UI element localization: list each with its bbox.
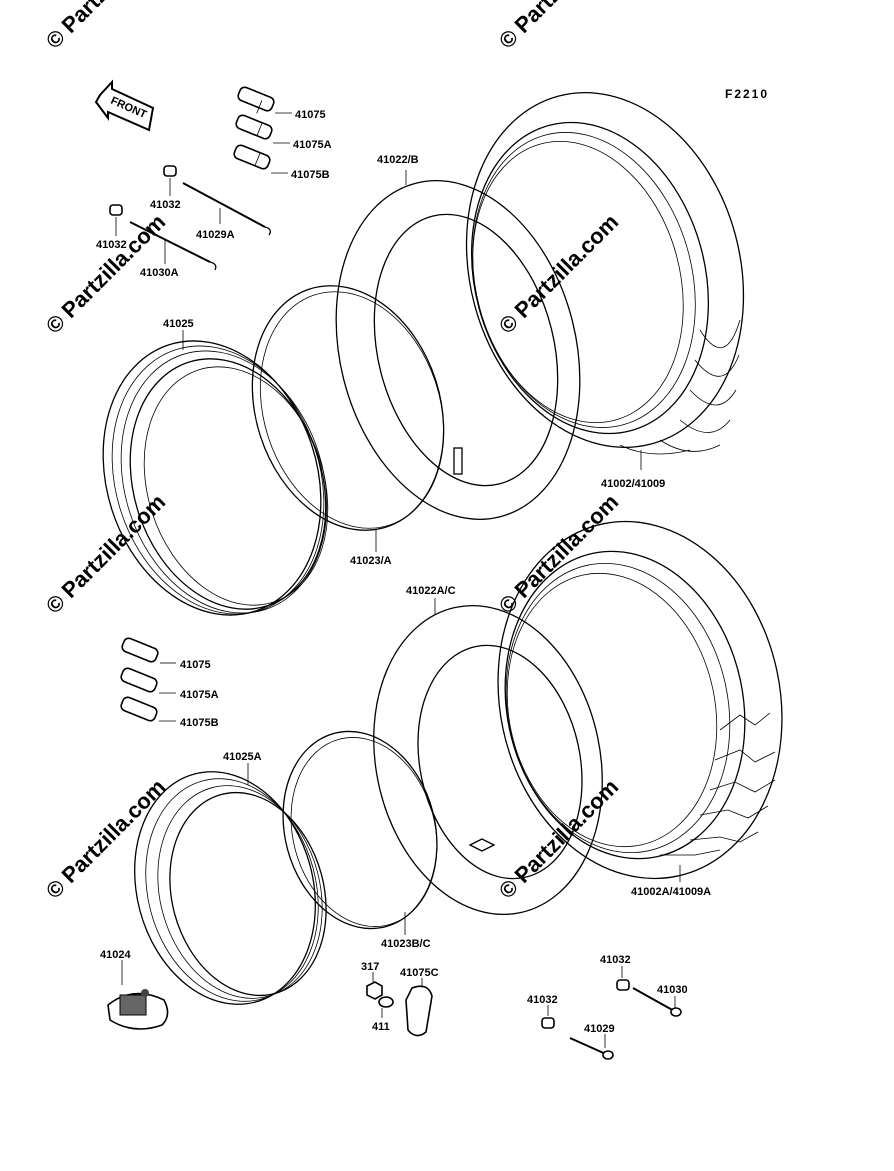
label-41032-lower-1: 41032 [600,954,631,966]
balance-weight-41075B-lower [120,696,158,722]
nut-317 [366,981,383,1000]
label-41075-upper: 41075 [295,109,326,121]
label-41025: 41025 [163,318,194,330]
washer-411 [378,996,394,1008]
tire-41002-41009 [465,92,745,455]
watermark-2: © Partzilla.com [494,0,623,54]
balance-weight-41075A-upper [235,114,273,140]
label-41029: 41029 [584,1023,615,1035]
spoke-nipple-41032-lower-2 [541,1017,555,1029]
label-317: 317 [361,961,379,973]
balance-weight-41075-upper [237,86,275,114]
balance-weight-41075-lower [121,637,159,663]
spoke-41029A [182,182,271,236]
inner-tube-41022AC [373,604,603,916]
label-41032-lower-2: 41032 [527,994,558,1006]
spoke-nipple-41032-upper [163,165,177,177]
label-41023BC: 41023B/C [381,938,431,950]
rim-41025A [134,771,327,1005]
label-41075B-lower: 41075B [180,717,219,729]
label-41032-upper-2: 41032 [96,239,127,251]
label-41022B: 41022/B [377,154,419,166]
watermark-7: © Partzilla.com [41,774,170,903]
tire-41002A-41009A [497,520,783,880]
spoke-41029 [569,1037,614,1060]
spoke-nipple-41032-lower-1 [616,979,630,991]
label-41022AC: 41022A/C [406,585,456,597]
label-41002-41009: 41002/41009 [601,478,665,490]
part-labels: 41075 41075A 41075B 41032 41029A 41032 4… [96,109,711,1035]
balance-weight-41075B-upper [233,144,271,170]
label-411: 411 [372,1021,390,1033]
inner-tube-41022B [335,180,581,520]
rim-band-41023BC [282,730,438,930]
front-arrow-icon: FRONT [94,79,155,132]
label-41075B-upper: 41075B [291,169,330,181]
valve-cap-41075C [405,985,433,1037]
watermarks: © Partzilla.com © Partzilla.com © Partzi… [41,0,623,904]
label-41023A: 41023/A [350,555,392,567]
rim-41025 [102,340,329,616]
label-41029A: 41029A [196,229,235,241]
label-41032-upper: 41032 [150,199,181,211]
rim-band-41023A [251,285,445,531]
spoke-nipple-41032-upper-2 [109,204,123,216]
watermark-8: © Partzilla.com [494,774,623,903]
spoke-41030 [632,987,682,1017]
figure-id: F2210 [725,87,769,101]
watermark-6: © Partzilla.com [494,489,623,618]
label-41075A-lower: 41075A [180,689,219,701]
spoke-41030A [129,221,217,271]
balance-weight-41075A-lower [120,667,158,693]
watermark-4: © Partzilla.com [494,209,623,338]
label-41024: 41024 [100,949,131,961]
label-41002A-41009A: 41002A/41009A [631,886,711,898]
label-41025A: 41025A [223,751,262,763]
label-41030A: 41030A [140,267,179,279]
label-41075A-upper: 41075A [293,139,332,151]
label-41075-lower: 41075 [180,659,211,671]
watermark-1: © Partzilla.com [41,0,170,54]
rim-lock-41024 [107,989,169,1030]
label-41030: 41030 [657,984,688,996]
label-41075C: 41075C [400,967,439,979]
